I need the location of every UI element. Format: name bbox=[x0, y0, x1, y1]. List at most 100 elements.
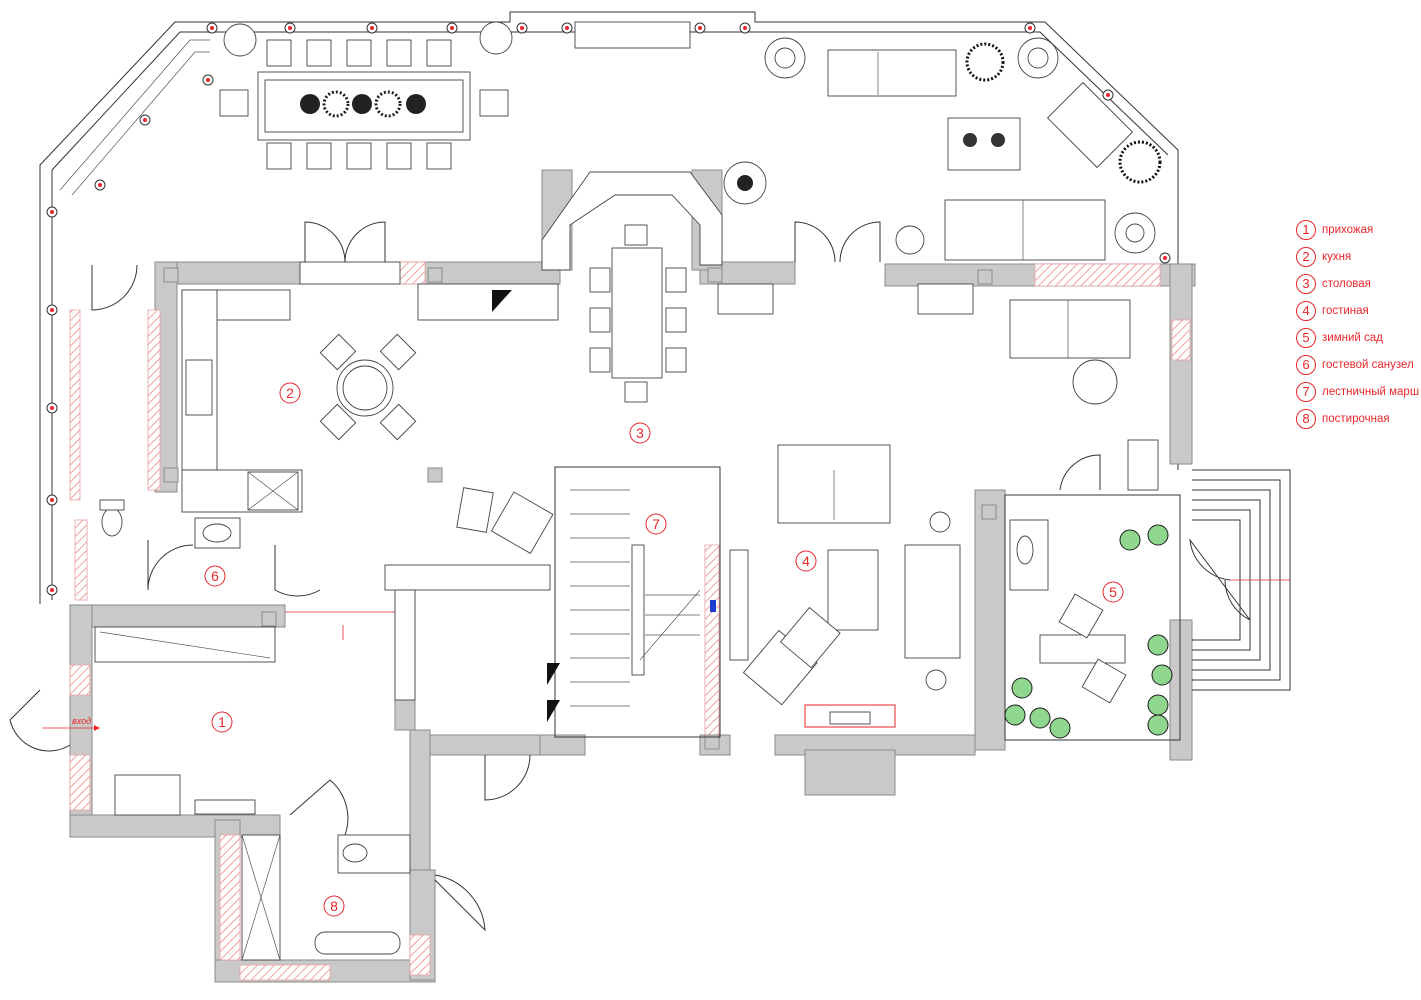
legend-label: кухня bbox=[1322, 250, 1352, 263]
legend-number: 4 bbox=[1296, 300, 1316, 321]
dining-chair bbox=[624, 381, 648, 403]
laundry bbox=[241, 834, 411, 961]
room-number-3: 3 bbox=[636, 425, 644, 441]
plant bbox=[1119, 529, 1141, 551]
plant bbox=[1011, 677, 1033, 699]
terrace-chair bbox=[266, 39, 292, 67]
legend-label: зимний сад bbox=[1322, 331, 1383, 344]
legend-number: 2 bbox=[1296, 246, 1316, 267]
legend-label: прихожая bbox=[1322, 223, 1374, 236]
legend-number: 6 bbox=[1296, 354, 1316, 375]
legend-item: 7 лестничный марш bbox=[1296, 378, 1421, 405]
legend-label: постирочная bbox=[1322, 412, 1390, 425]
legend-item: 2 кухня bbox=[1296, 243, 1421, 270]
terrace-chair bbox=[219, 89, 249, 117]
entrance-hall bbox=[94, 611, 395, 816]
entrance-marker: вход bbox=[42, 716, 100, 731]
legend-label: гостиная bbox=[1322, 304, 1369, 317]
legend: 1 прихожая 2 кухня 3 столовая 4 гостиная 5 зи… bbox=[1296, 216, 1421, 432]
fireplace-bench bbox=[574, 21, 691, 49]
terrace-lounge bbox=[223, 21, 1162, 261]
terrace-post-center bbox=[1028, 26, 1032, 30]
room-number-2: 2 bbox=[286, 385, 294, 401]
terrace-chair bbox=[346, 39, 372, 67]
terrace-chair bbox=[426, 142, 452, 170]
terrace-chair bbox=[386, 142, 412, 170]
terrace-post-center bbox=[520, 26, 524, 30]
legend-item: 4 гостиная bbox=[1296, 297, 1421, 324]
room-markers: 1 2 3 4 5 6 7 8 bbox=[204, 382, 1124, 917]
dining-room bbox=[541, 171, 723, 403]
room-number-6: 6 bbox=[211, 568, 219, 584]
terrace-post-center bbox=[288, 26, 292, 30]
terrace-post-center bbox=[50, 210, 54, 214]
plant bbox=[1147, 634, 1169, 656]
legend-label: столовая bbox=[1322, 277, 1371, 290]
terrace-post-center bbox=[98, 183, 102, 187]
legend-number: 1 bbox=[1296, 219, 1316, 240]
terrace-post-center bbox=[565, 26, 569, 30]
terrace-post-center bbox=[370, 26, 374, 30]
terrace-post-center bbox=[206, 78, 210, 82]
winter-garden bbox=[1004, 469, 1291, 741]
legend-item: 3 столовая bbox=[1296, 270, 1421, 297]
legend-number: 8 bbox=[1296, 408, 1316, 429]
staircase bbox=[384, 466, 721, 738]
terrace-chair bbox=[426, 39, 452, 67]
terrace-post-center bbox=[50, 308, 54, 312]
terrace-post-center bbox=[50, 406, 54, 410]
terrace-post-center bbox=[698, 26, 702, 30]
plant bbox=[1029, 707, 1051, 729]
legend-number: 3 bbox=[1296, 273, 1316, 294]
legend-item: 1 прихожая bbox=[1296, 216, 1421, 243]
plant bbox=[1049, 717, 1071, 739]
terrace-chair bbox=[386, 39, 412, 67]
terrace-post-center bbox=[143, 118, 147, 122]
terrace-chair bbox=[479, 89, 509, 117]
dining-chair bbox=[624, 224, 648, 246]
room-number-1: 1 bbox=[218, 714, 226, 730]
plant bbox=[1151, 664, 1173, 686]
plant bbox=[1147, 694, 1169, 716]
terrace-post-center bbox=[210, 26, 214, 30]
doors bbox=[9, 221, 1251, 932]
terrace-post-center bbox=[1163, 256, 1167, 260]
terrace-post-center bbox=[450, 26, 454, 30]
legend-label: лестничный марш bbox=[1322, 385, 1420, 398]
dining-chair bbox=[665, 267, 687, 293]
room-number-8: 8 bbox=[330, 898, 338, 914]
legend-label: гостевой санузел bbox=[1322, 358, 1414, 371]
terrace-post-center bbox=[743, 26, 747, 30]
terrace-posts bbox=[46, 22, 1171, 596]
legend-number: 5 bbox=[1296, 327, 1316, 348]
room-number-7: 7 bbox=[652, 516, 660, 532]
structural-columns bbox=[163, 267, 997, 750]
plant bbox=[1147, 524, 1169, 546]
terrace-post-center bbox=[1106, 93, 1110, 97]
legend-item: 6 гостевой санузел bbox=[1296, 351, 1421, 378]
hatched-partitions bbox=[69, 261, 1191, 981]
plant bbox=[1004, 704, 1026, 726]
terrace-dining-table bbox=[219, 39, 509, 170]
room-number-4: 4 bbox=[802, 553, 810, 569]
plant bbox=[1147, 714, 1169, 736]
dining-chair bbox=[589, 307, 611, 333]
dining-chair bbox=[589, 267, 611, 293]
terrace-chair bbox=[306, 142, 332, 170]
room-number-5: 5 bbox=[1109, 584, 1117, 600]
terrace-chair bbox=[346, 142, 372, 170]
dining-chair bbox=[665, 307, 687, 333]
kitchen-furniture bbox=[181, 261, 559, 513]
legend-item: 5 зимний сад bbox=[1296, 324, 1421, 351]
terrace-post-center bbox=[50, 498, 54, 502]
dining-chair bbox=[589, 347, 611, 373]
terrace-chair bbox=[306, 39, 332, 67]
entrance-label: вход bbox=[72, 716, 91, 726]
terrace-chair bbox=[266, 142, 292, 170]
living-room bbox=[456, 283, 1159, 728]
guest-bathroom bbox=[99, 499, 241, 549]
dining-chair bbox=[665, 347, 687, 373]
terrace-post-center bbox=[50, 588, 54, 592]
legend-number: 7 bbox=[1296, 381, 1316, 402]
